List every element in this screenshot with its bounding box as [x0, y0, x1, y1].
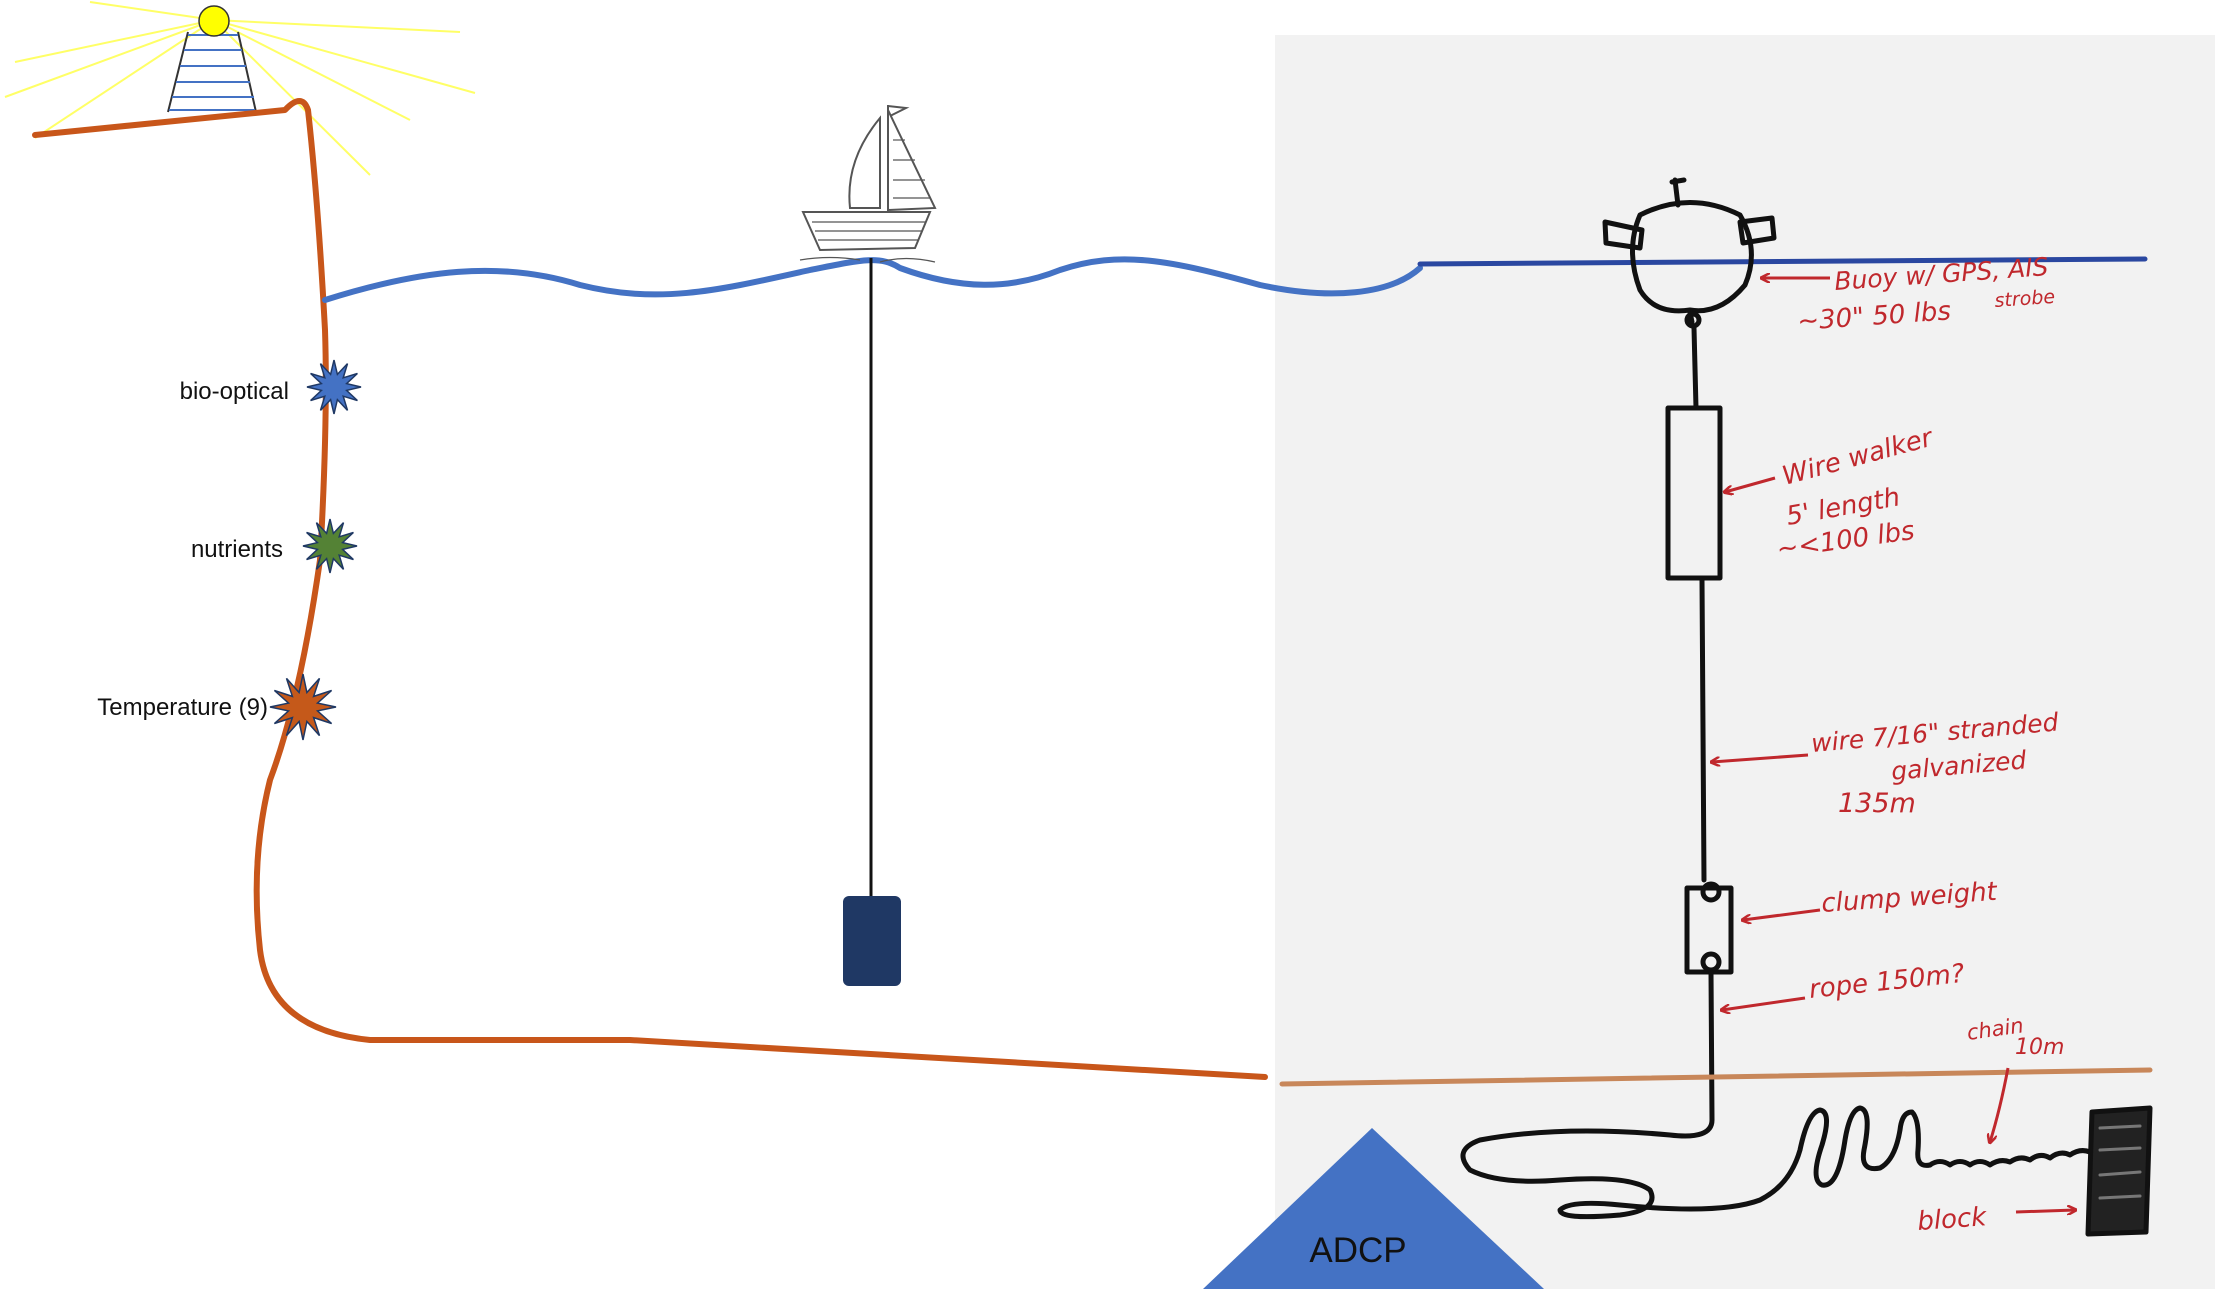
- sea-surface-sketch: [1417, 256, 2148, 267]
- starburst-icon: [269, 359, 362, 741]
- block-note: block: [1916, 1202, 1988, 1237]
- lighthouse-icon: [4, 1, 476, 176]
- sea-surface: [322, 256, 1423, 303]
- adcp-triangle: [1203, 1128, 1544, 1289]
- buoy-note-strobe: strobe: [1994, 286, 2056, 312]
- temperature-label: Temperature (9): [97, 694, 268, 721]
- bio-optical-sensor: [306, 359, 362, 415]
- buoy-icon: [1602, 177, 1777, 329]
- nutrients-label: nutrients: [191, 536, 283, 563]
- wire-note-line3: 135m: [1838, 788, 1916, 819]
- seabed-sketch: [1279, 1067, 2153, 1087]
- nutrients-sensor: [302, 518, 358, 574]
- shore-cable: [32, 98, 1268, 1080]
- anchor-block-icon: [2085, 1105, 2153, 1237]
- sailboat-icon: [799, 105, 937, 263]
- profiler-weight: [843, 896, 901, 986]
- bio-optical-label: bio-optical: [180, 378, 289, 405]
- sun-icon: [198, 5, 230, 37]
- wirewalker-body: [1665, 405, 1723, 581]
- adcp-label: ADCP: [1309, 1231, 1406, 1270]
- temperature-sensor: [269, 673, 337, 741]
- chain: [1927, 1148, 2093, 1168]
- chain-note-line2: 10m: [2015, 1035, 2064, 1060]
- mooring-sketch: [1460, 177, 2153, 1237]
- annotation-arrows: [1712, 278, 2075, 1212]
